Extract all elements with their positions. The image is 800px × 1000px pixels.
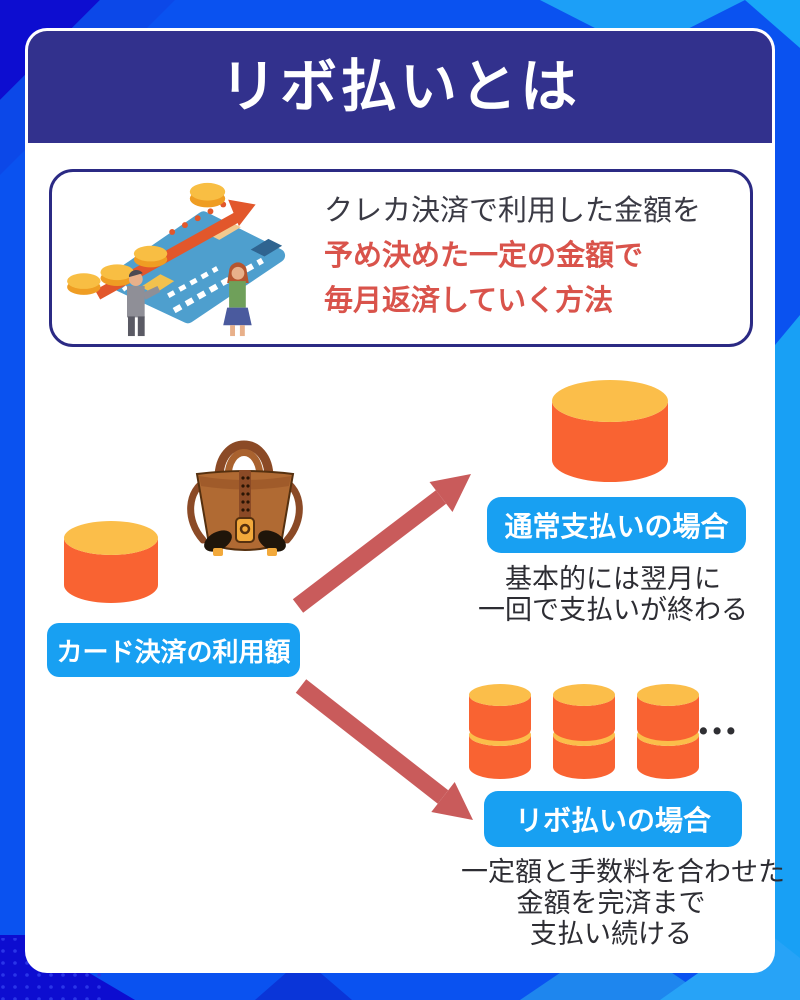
header-banner: リボ払いとは [28, 31, 772, 143]
source-label: カード決済の利用額 [47, 623, 300, 677]
coin-cylinder-small-icon [64, 521, 158, 603]
revolving-caption-line-3: 支払い続ける [530, 919, 692, 949]
normal-caption-line-2: 一回で支払いが終わる [478, 595, 748, 625]
woman-figure [223, 262, 252, 337]
page-title: リボ払いとは [220, 54, 580, 119]
revolving-payment-label: リボ払いの場合 [484, 791, 742, 847]
definition-line-3: 毎月返済していく方法 [324, 285, 614, 317]
coin-barrel-icon [637, 684, 699, 779]
man-figure [127, 269, 161, 337]
definition-text: クレカ決済で利用した金額を 予め決めた一定の金額で 毎月返済していく方法 [324, 189, 701, 324]
coin-stack-icon [67, 182, 226, 295]
ellipsis-dots: ••• [699, 717, 741, 745]
coin-cylinder-big-icon [552, 380, 668, 482]
revolving-caption-line-1: 一定額と手数料を合わせた [461, 857, 785, 887]
revolving-caption-line-2: 金額を完済まで [516, 888, 706, 918]
normal-caption-line-1: 基本的には翌月に [505, 564, 721, 594]
coin-barrel-icon [469, 684, 531, 779]
definition-line-2: 予め決めた一定の金額で [324, 240, 644, 272]
revolving-payment-caption: 一定額と手数料を合わせた 金額を完済まで 支払い続ける [461, 857, 785, 950]
content-card: リボ払いとは [25, 28, 785, 973]
normal-payment-label: 通常支払いの場合 [487, 497, 746, 553]
definition-line-1: クレカ決済で利用した金額を [324, 195, 702, 227]
handbag-icon [187, 440, 303, 556]
normal-payment-caption: 基本的には翌月に 一回で支払いが終わる [461, 564, 765, 626]
credit-card-illustration [67, 182, 286, 337]
definition-box: クレカ決済で利用した金額を 予め決めた一定の金額で 毎月返済していく方法 [49, 169, 753, 347]
coin-barrel-icon [553, 684, 615, 779]
